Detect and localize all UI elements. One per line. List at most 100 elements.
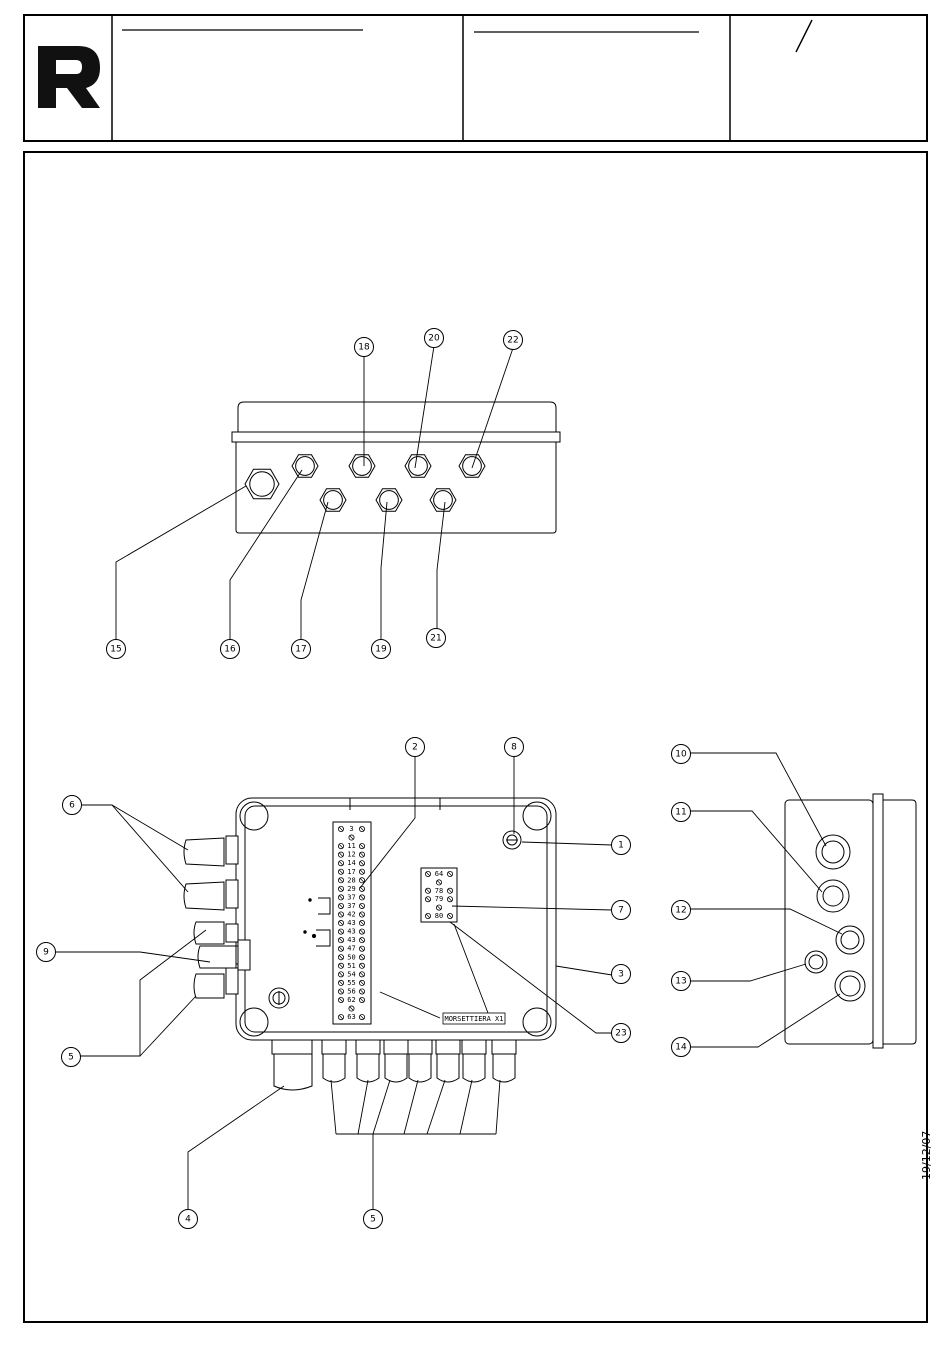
terminal-label: 55 [347,979,355,987]
callout-number: 19 [375,645,387,655]
aux-terminal-label: 78 [435,887,443,895]
cable-gland-lower-2 [376,489,402,512]
title-block [24,15,927,141]
terminal-label: 14 [347,859,355,867]
enclosure-front-view [236,798,556,1040]
callout-c3: 3 [612,965,631,984]
date-stamp: 19/12/07 [920,1140,934,1180]
terminal-label: 11 [347,842,355,850]
bottom-cable-gland-7 [492,1040,516,1082]
terminal-label: 54 [347,970,355,978]
bottom-cable-gland-3 [384,1040,408,1082]
callout-c2: 2 [406,738,425,757]
sheet-slash [796,20,812,52]
callout-c18: 18 [355,338,374,357]
callout-c4: 4 [179,1210,198,1229]
terminal-label: 63 [347,1013,355,1021]
aux-terminal-label: 64 [435,870,443,878]
callout-number: 15 [110,645,121,655]
terminal-label: 51 [347,962,355,970]
enclosure-top-view [232,402,560,533]
enclosure-side-view [785,794,916,1048]
terminal-label: 3 [349,825,353,833]
callout-number: 7 [618,906,624,916]
company-logo [38,46,100,108]
callout-number: 5 [68,1053,74,1063]
cable-gland-lower-1 [320,489,346,512]
aux-terminal-label: 79 [435,895,443,903]
callout-c10: 10 [672,745,691,764]
terminal-label: 42 [347,911,355,919]
callout-number: 14 [675,1043,687,1053]
callout-number: 1 [618,841,624,851]
callout-number: 12 [675,906,686,916]
bottom-cable-gland-5 [436,1040,460,1082]
callout-c14: 14 [672,1038,691,1057]
aux-terminal-label: 80 [435,912,443,920]
callout-c6: 6 [63,796,82,815]
terminal-label: 43 [347,936,355,944]
terminal-label: 29 [347,885,355,893]
callout-c22: 22 [504,331,523,350]
cable-gland-upper-4 [459,455,485,478]
front-view-bottom-glands [272,1040,516,1090]
callout-number: 9 [43,948,49,958]
cable-gland-upper-1 [292,455,318,478]
cable-gland-upper-2 [349,455,375,478]
terminal-block-label: MORSETTIERA X1 [444,1015,503,1023]
callout-number: 13 [675,977,686,987]
callout-c5a: 5 [62,1048,81,1067]
callout-c12: 12 [672,901,691,920]
callout-number: 8 [511,743,517,753]
callout-number: 3 [618,970,624,980]
callout-c9: 9 [37,943,56,962]
callout-c11: 11 [672,803,691,822]
drawing-frame [24,152,927,1322]
bottom-cable-gland-1 [322,1040,346,1082]
callout-c16: 16 [221,640,240,659]
callout-number: 10 [675,750,687,760]
cable-gland-lower-3 [430,489,456,512]
terminal-label: 12 [347,851,355,859]
callout-number: 17 [295,645,306,655]
callout-c15: 15 [107,640,126,659]
terminal-label: 28 [347,876,355,884]
callout-number: 4 [185,1215,191,1225]
cable-gland-upper-3 [405,455,431,478]
callout-c8: 8 [505,738,524,757]
bottom-cable-gland-4 [408,1040,432,1082]
callout-number: 23 [615,1029,626,1039]
bottom-cable-gland-6 [462,1040,486,1082]
callout-number: 21 [430,634,441,644]
callout-number: 18 [358,343,370,353]
callout-c17: 17 [292,640,311,659]
terminal-label: 62 [347,996,355,1004]
terminal-label: 43 [347,919,355,927]
terminal-label: 17 [347,868,355,876]
cable-gland-15 [245,469,279,498]
callout-c13: 13 [672,972,691,991]
callout-number: 16 [224,645,236,655]
callout-c5b: 5 [364,1210,383,1229]
callout-number: 5 [370,1215,376,1225]
callout-number: 6 [69,801,75,811]
terminal-label: 50 [347,953,355,961]
callout-c21: 21 [427,629,446,648]
terminal-label: 43 [347,928,355,936]
callout-c7: 7 [612,901,631,920]
callout-number: 11 [675,808,686,818]
callout-c20: 20 [425,329,444,348]
terminal-strip-x1: 3111214172829373742434343475051545556626… [333,822,371,1024]
terminal-block-label-box: MORSETTIERA X1 [443,1013,505,1024]
callout-number: 2 [412,743,418,753]
terminal-label: 47 [347,945,355,953]
terminal-label: 56 [347,987,355,995]
callout-number: 20 [428,334,440,344]
callout-c23: 23 [612,1024,631,1043]
callout-c19: 19 [372,640,391,659]
terminal-label: 37 [347,902,355,910]
front-view-left-glands [184,836,250,998]
terminal-label: 37 [347,893,355,901]
